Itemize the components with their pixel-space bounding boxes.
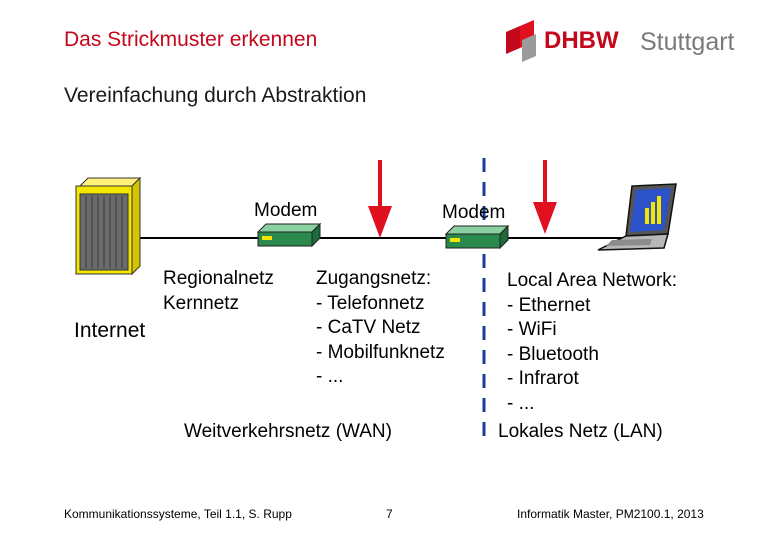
access-line: - ... bbox=[316, 366, 344, 387]
lan-label: Lokales Netz (LAN) bbox=[498, 421, 663, 442]
modem-left-icon bbox=[256, 222, 322, 248]
lan-line: - Infrarot bbox=[507, 368, 579, 389]
dhbw-logo: DHBW Stuttgart bbox=[506, 20, 735, 62]
logo-city-text: Stuttgart bbox=[640, 28, 735, 56]
access-line: - CaTV Netz bbox=[316, 317, 421, 338]
lan-line: - ... bbox=[507, 392, 535, 414]
wan-label: Weitverkehrsnetz (WAN) bbox=[184, 421, 392, 442]
logo-dhbw-text: DHBW bbox=[544, 27, 619, 54]
access-line: - Mobilfunknetz bbox=[316, 341, 445, 363]
lan-line: - WiFi bbox=[507, 319, 557, 340]
core-network-block: Regionalnetz Kernnetz bbox=[163, 267, 274, 316]
lan-line: - Bluetooth bbox=[507, 343, 599, 365]
core-line: Regionalnetz bbox=[163, 268, 274, 289]
modem-left-label: Modem bbox=[254, 200, 317, 221]
modem-right-label: Modem bbox=[442, 202, 505, 223]
lan-line: - Ethernet bbox=[507, 294, 591, 316]
slide-title: Das Strickmuster erkennen bbox=[64, 28, 318, 51]
access-line: Zugangsnetz: bbox=[316, 268, 432, 289]
footer-right: Informatik Master, PM2100.1, 2013 bbox=[517, 507, 704, 521]
modem-right-icon bbox=[444, 224, 510, 250]
internet-label: Internet bbox=[74, 319, 146, 342]
core-line: Kernnetz bbox=[163, 292, 240, 314]
page-number: 7 bbox=[386, 507, 393, 521]
access-network-block: Zugangsnetz: - Telefonnetz - CaTV Netz -… bbox=[316, 267, 445, 390]
laptop-icon bbox=[597, 183, 677, 251]
footer-left: Kommunikationssysteme, Teil 1.1, S. Rupp bbox=[64, 507, 292, 521]
arrow-down-icon bbox=[368, 160, 392, 238]
server-icon bbox=[75, 176, 142, 276]
network-diagram: Modem Modem bbox=[75, 158, 677, 442]
arrow-down-icon bbox=[533, 160, 557, 234]
lan-line: Local Area Network: bbox=[507, 270, 678, 291]
lan-block: Local Area Network: - Ethernet - WiFi - … bbox=[507, 269, 677, 416]
access-line: - Telefonnetz bbox=[316, 292, 425, 314]
slide-subtitle: Vereinfachung durch Abstraktion bbox=[64, 84, 367, 107]
dhbw-logo-mark-icon bbox=[506, 20, 536, 62]
